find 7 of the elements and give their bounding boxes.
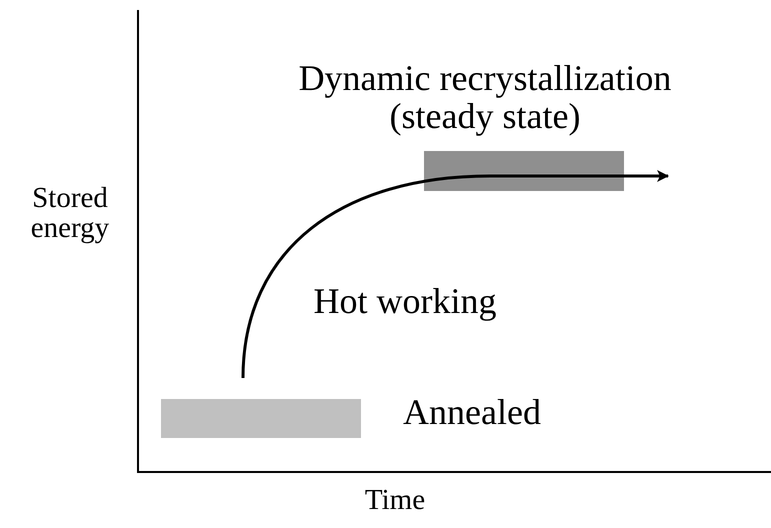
bar-label: Dynamic recrystallization (steady state) <box>298 60 672 136</box>
curve-label: Hot working <box>312 283 498 321</box>
bar <box>161 399 361 438</box>
y-axis-label: Stored energy <box>30 183 110 244</box>
x-axis-label: Time <box>364 485 426 516</box>
bar <box>424 151 624 191</box>
bar-label: Annealed <box>402 394 542 432</box>
